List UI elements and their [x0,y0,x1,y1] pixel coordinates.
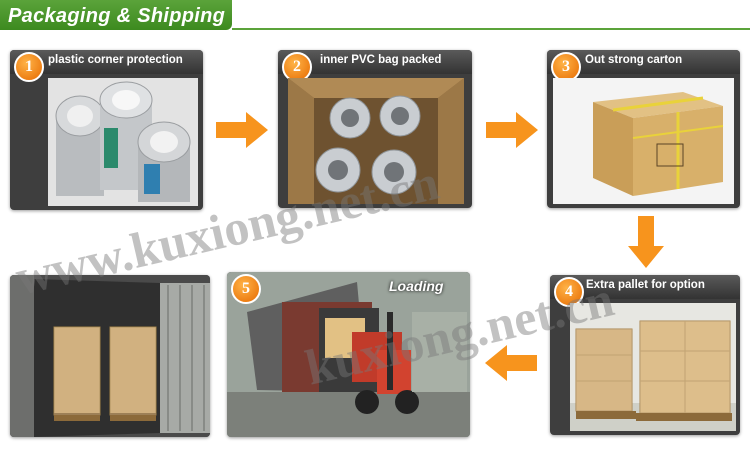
arrow-down-icon [628,216,664,268]
arrow-right-icon [216,112,268,148]
step-label: Loading [389,278,444,294]
step-card-4: 4 Extra pallet for option [550,275,740,435]
step-label: Extra pallet for option [586,279,705,291]
arrow-left-icon [485,345,537,381]
step-card-3: 3 Out strong carton [547,50,740,208]
container-loaded-photo [10,275,210,437]
step-label: plastic corner protection [48,54,183,66]
aluminum-tape-rolls-photo [48,78,198,206]
step-number-badge: 2 [282,52,312,82]
section-header: Packaging & Shipping [0,0,750,32]
strong-carton-photo [553,78,734,204]
arrow-right-icon [486,112,538,148]
step-card-1: 1 plastic corner protection [10,50,203,210]
step-number-badge: 5 [231,274,261,304]
step-label: Out strong carton [585,54,683,66]
step-label: inner PVC bag packed [320,54,442,66]
step-number-badge: 4 [554,277,584,307]
truck-loading-photo [227,272,470,437]
section-title: Packaging & Shipping [8,5,226,27]
pallet-photo [570,303,736,431]
header-divider [232,28,750,30]
step-card-5: 5 Loading [227,272,470,437]
container-photo-card [10,275,210,437]
pvc-bag-rolls-in-box-photo [288,78,464,204]
step-card-2: 2 inner PVC bag packed [278,50,472,208]
step-number-badge: 1 [14,52,44,82]
header-bar: Packaging & Shipping [0,0,232,30]
